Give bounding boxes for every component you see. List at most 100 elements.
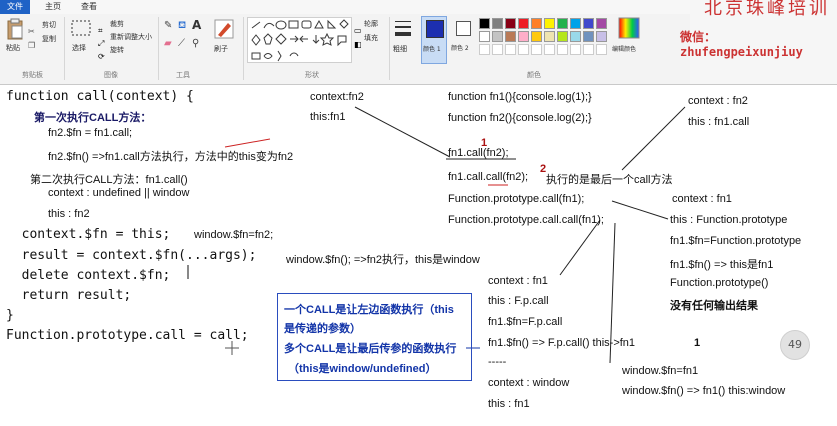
- custom-color-swatch[interactable]: [479, 44, 490, 55]
- cut-label: 剪切: [42, 21, 56, 29]
- magnifier-tool[interactable]: ⚲: [192, 38, 199, 49]
- edit-colors-button[interactable]: 编辑颜色: [612, 17, 646, 61]
- color-swatch[interactable]: [557, 31, 568, 42]
- note-this-fpcall: this : F.p.call: [488, 295, 549, 307]
- rotate-icon: ⟳: [98, 52, 105, 61]
- eraser-tool[interactable]: ▰: [164, 38, 172, 49]
- color-picker-tool[interactable]: ⟋: [178, 38, 185, 49]
- color-swatch[interactable]: [531, 31, 542, 42]
- note-context-fn1-right: context : fn1: [672, 193, 732, 205]
- fill-button[interactable]: ◧ 填充: [354, 32, 388, 49]
- color-swatch[interactable]: [492, 31, 503, 42]
- code-line: Function.prototype.call = call;: [6, 328, 249, 343]
- note-context-fn1: context : fn1: [488, 275, 548, 287]
- tab-view[interactable]: 查看: [81, 2, 97, 11]
- note-this-fn1: this:fn1: [310, 111, 346, 123]
- rotate-label: 旋转: [110, 46, 124, 54]
- color-swatch[interactable]: [479, 31, 490, 42]
- copy-label: 复制: [42, 35, 56, 43]
- note-call-d: Function.prototype.call.call(fn1);: [448, 214, 604, 226]
- image-group-label: 图像: [104, 71, 118, 79]
- paste-label: 粘贴: [6, 44, 20, 52]
- zoom-indicator[interactable]: 49: [780, 330, 810, 360]
- crop-button[interactable]: ⌗ 裁剪: [98, 18, 138, 35]
- resize-label: 重新调整大小: [110, 33, 152, 41]
- color2-button[interactable]: 颜色 2: [450, 16, 476, 64]
- custom-color-swatch[interactable]: [583, 44, 594, 55]
- callbox-line: 是传递的参数）: [284, 323, 361, 335]
- color-swatch[interactable]: [531, 18, 542, 29]
- divider: [64, 17, 65, 80]
- code-line: }: [6, 308, 14, 323]
- note-window-assign-fn1: window.$fn=fn1: [622, 365, 699, 377]
- color-swatch[interactable]: [518, 18, 529, 29]
- paste-button[interactable]: 粘贴: [6, 18, 24, 58]
- custom-color-swatch[interactable]: [570, 44, 581, 55]
- color-swatch[interactable]: [570, 18, 581, 29]
- custom-color-swatch[interactable]: [531, 44, 542, 55]
- shapes-group-label: 形状: [305, 71, 319, 79]
- select-button[interactable]: 选择: [70, 18, 94, 58]
- rotate-button[interactable]: ⟳ 旋转: [98, 44, 138, 61]
- note-fn1-exec-this: fn1.$fn() => this是fn1: [670, 259, 774, 271]
- code-line: return result;: [6, 288, 132, 303]
- note-window-fn: window.$fn=fn2;: [194, 229, 274, 241]
- color-swatch[interactable]: [596, 31, 607, 42]
- cut-button[interactable]: ✂ 剪切: [28, 19, 68, 36]
- text-a-icon: A: [192, 18, 202, 32]
- color1-swatch: [426, 20, 444, 38]
- custom-color-swatch[interactable]: [596, 44, 607, 55]
- shapes-gallery[interactable]: [247, 17, 352, 63]
- note-second-call: 第二次执行CALL方法：fn1.call(): [30, 174, 188, 186]
- callbox-line: （this是window/undefined）: [288, 363, 437, 375]
- shapes-icon: [251, 19, 349, 62]
- note-call-a: fn1.call(fn2);: [448, 147, 509, 159]
- paint-canvas[interactable]: function call(context) { 第一次执行CALL方法： fn…: [0, 85, 837, 426]
- custom-color-swatch[interactable]: [557, 44, 568, 55]
- color-swatch[interactable]: [557, 18, 568, 29]
- color-swatch[interactable]: [544, 31, 555, 42]
- eyedropper-icon: ⟋: [178, 38, 185, 49]
- copy-button[interactable]: ❐ 复制: [28, 33, 68, 50]
- crop-icon: ⌗: [98, 26, 103, 35]
- bucket-icon: ⛾: [178, 20, 187, 31]
- custom-color-swatch[interactable]: [505, 44, 516, 55]
- custom-color-swatch[interactable]: [544, 44, 555, 55]
- custom-color-swatch[interactable]: [492, 44, 503, 55]
- pencil-tool[interactable]: ✎: [164, 20, 172, 31]
- color-swatch[interactable]: [518, 31, 529, 42]
- line-size-icon: [395, 21, 411, 36]
- outline-button[interactable]: ▭ 轮廓: [354, 18, 388, 35]
- watermark-wechat: 微信：zhufengpeixunjiuy: [680, 30, 803, 59]
- color-swatch[interactable]: [505, 31, 516, 42]
- size-button[interactable]: 粗细: [393, 17, 415, 61]
- select-rectangle-icon: [71, 20, 91, 36]
- crop-label: 裁剪: [110, 20, 124, 28]
- resize-button[interactable]: ⤢ 重新调整大小: [98, 31, 158, 48]
- color-swatch[interactable]: [492, 18, 503, 29]
- tab-home[interactable]: 主页: [45, 2, 61, 11]
- color-swatch[interactable]: [479, 18, 490, 29]
- brush-button[interactable]: 刷子: [212, 17, 238, 61]
- color1-button[interactable]: 颜色 1: [421, 16, 447, 64]
- scissors-icon: ✂: [28, 27, 35, 36]
- color-swatch[interactable]: [570, 31, 581, 42]
- color-swatch[interactable]: [505, 18, 516, 29]
- brush-label: 刷子: [214, 45, 228, 53]
- watermark-panel: [690, 0, 837, 84]
- color-swatch[interactable]: [583, 31, 594, 42]
- text-tool[interactable]: A: [192, 18, 201, 32]
- color-swatch[interactable]: [596, 18, 607, 29]
- note-context-window: context : window: [488, 377, 570, 389]
- custom-color-swatch[interactable]: [518, 44, 529, 55]
- fill-tool[interactable]: ⛾: [178, 20, 186, 33]
- color-swatch[interactable]: [583, 18, 594, 29]
- note-dashes: -----: [488, 356, 507, 368]
- tab-file[interactable]: 文件: [0, 0, 30, 14]
- note-fn1-assign-fpcall: fn1.$fn=F.p.call: [488, 316, 563, 328]
- code-line: context.$fn = this;: [6, 227, 171, 242]
- ribbon-tabs: 文件 主页 查看: [0, 0, 837, 14]
- outline-icon: ▭: [354, 26, 362, 35]
- fill-label: 填充: [364, 34, 378, 42]
- color-swatch[interactable]: [544, 18, 555, 29]
